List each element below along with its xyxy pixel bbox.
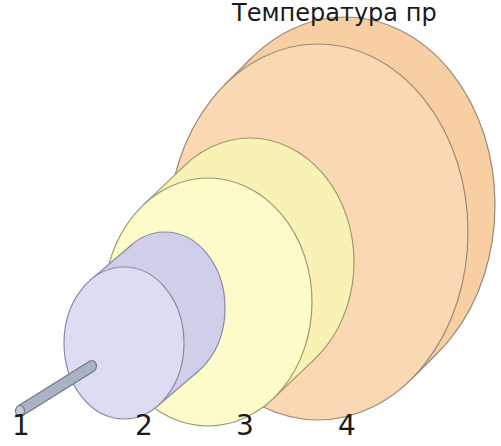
- layer-edge: [18, 361, 90, 406]
- layer-side: [18, 361, 94, 416]
- layer-face: [64, 267, 184, 419]
- inner-conductor: [16, 361, 97, 417]
- layer-edge: [22, 371, 94, 416]
- callout-number: 4: [338, 412, 356, 440]
- callout-number: 3: [236, 412, 254, 440]
- callout-number: 2: [135, 412, 153, 440]
- callout-number: 1: [12, 412, 30, 440]
- dielectric: [64, 232, 225, 419]
- cropped-heading: Температура пр: [232, 1, 437, 25]
